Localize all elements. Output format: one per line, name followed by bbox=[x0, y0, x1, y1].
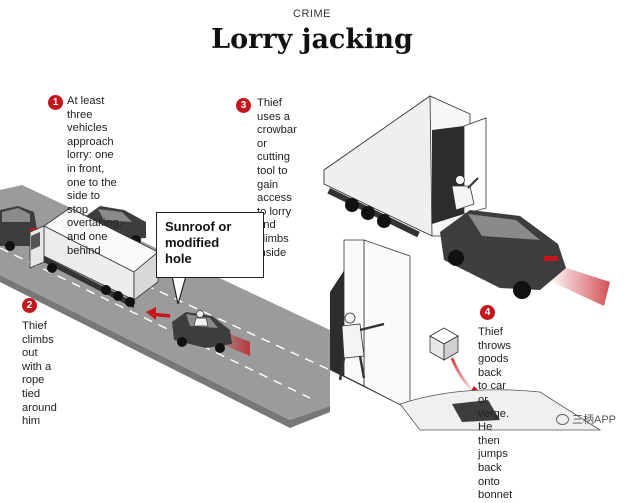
step-4-text: Thief throws goods back to car or verge.… bbox=[478, 326, 513, 502]
step-1-badge: 1 bbox=[48, 95, 63, 110]
step-3-text: Thief uses a crowbar or cutting tool to … bbox=[257, 97, 297, 259]
motorway-scene bbox=[0, 185, 331, 428]
thief-figure bbox=[193, 310, 209, 327]
goods-box bbox=[429, 327, 459, 361]
step-1-text: At least three vehicles approach lorry: … bbox=[67, 95, 122, 257]
step-2-badge: 2 bbox=[22, 298, 37, 313]
lorry-trailer-back bbox=[133, 251, 159, 301]
page-title: Lorry jacking bbox=[211, 24, 413, 55]
lorry-rear-scene bbox=[323, 95, 610, 306]
front-car bbox=[0, 206, 38, 251]
watermark-text: 三柄APP bbox=[571, 414, 616, 426]
illustration bbox=[0, 95, 610, 431]
climbing-thief bbox=[451, 175, 479, 211]
throwing-thief bbox=[338, 312, 385, 381]
getaway-car bbox=[440, 210, 610, 306]
sunroof-callout: Sunroof or modified hole bbox=[156, 212, 264, 278]
pursuit-arrow bbox=[146, 307, 171, 320]
step-3-badge: 3 bbox=[236, 98, 251, 113]
rear-car bbox=[172, 310, 250, 356]
weibo-icon bbox=[555, 413, 569, 425]
lorry bbox=[29, 207, 159, 309]
car-bonnet bbox=[399, 389, 602, 431]
watermark: 三柄APP bbox=[555, 411, 616, 427]
lane-markings bbox=[0, 217, 331, 399]
step-2-text: Thief climbs out with a rope tied around… bbox=[22, 320, 57, 428]
section-kicker: CRIME bbox=[293, 8, 331, 20]
throwing-goods-scene bbox=[330, 239, 602, 431]
step-4-badge: 4 bbox=[480, 305, 495, 320]
open-door-bottom bbox=[363, 239, 411, 411]
